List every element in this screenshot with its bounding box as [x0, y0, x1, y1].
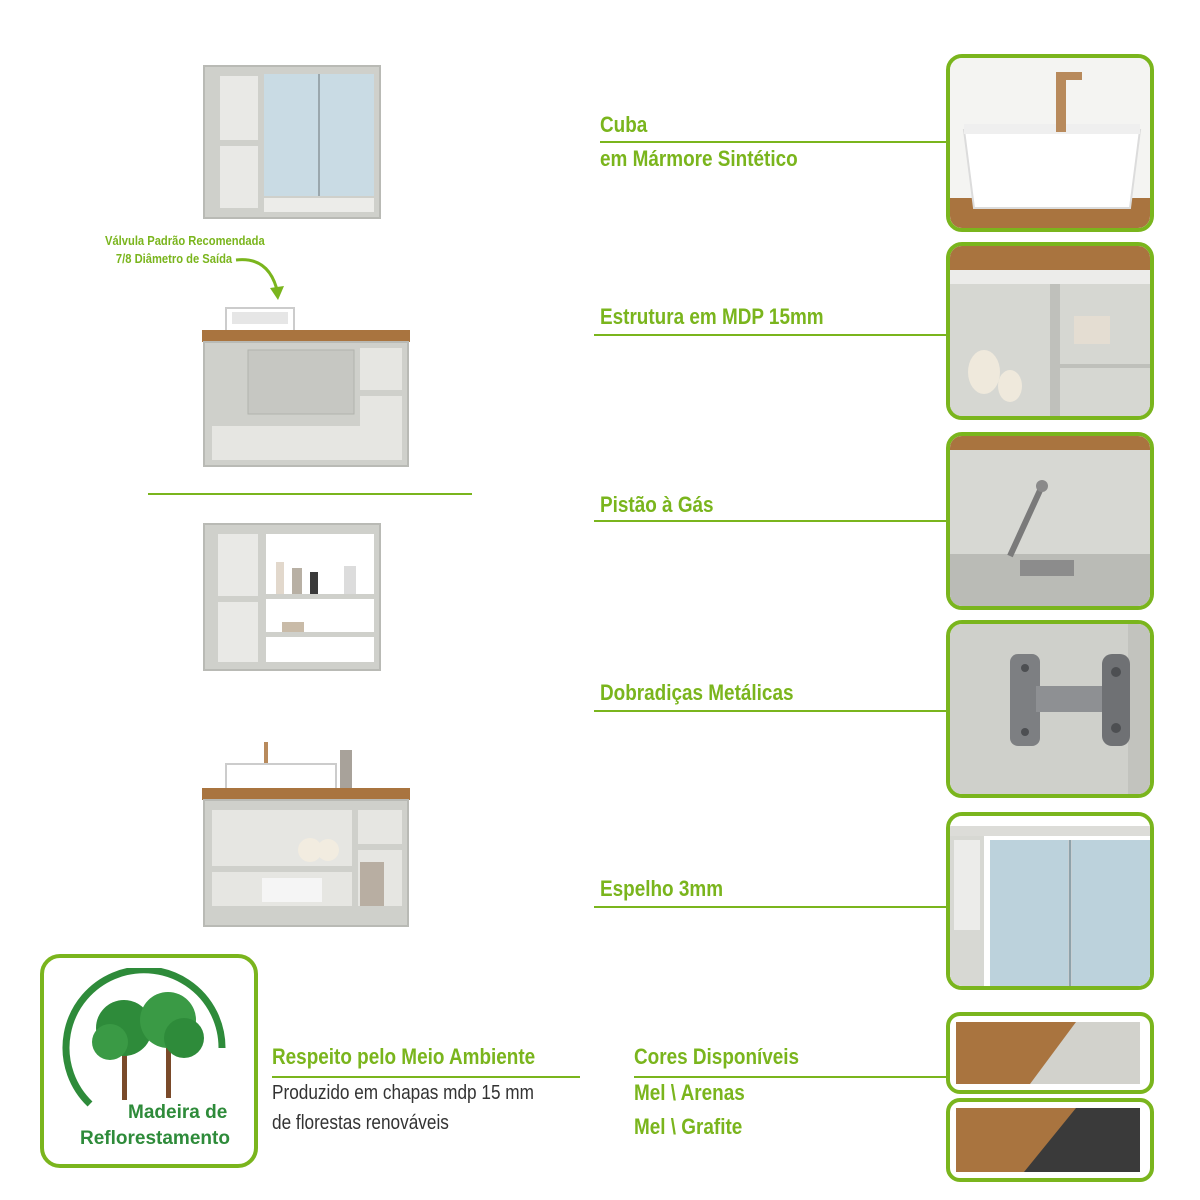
tree-icon — [62, 968, 226, 1107]
swatch-mel-arenas — [946, 1012, 1154, 1094]
thumb-estrutura — [946, 242, 1154, 420]
thumb-pistao — [946, 432, 1154, 610]
color-option-2: Mel \ Grafite — [634, 1114, 743, 1139]
feature-dobradicas-label: Dobradiças Metálicas — [600, 680, 794, 705]
colors-line — [634, 1076, 946, 1078]
arrow-icon — [235, 258, 284, 300]
swatch-mel-grafite — [946, 1098, 1154, 1182]
feature-dobradicas-line — [594, 710, 948, 712]
feature-cuba-label: Cuba — [600, 112, 648, 137]
badge-line1: Madeira de — [128, 1102, 228, 1123]
divider — [148, 493, 472, 495]
feature-pistao-label: Pistão à Gás — [600, 492, 714, 517]
eco-line — [272, 1076, 580, 1078]
colors-title: Cores Disponíveis — [634, 1044, 800, 1069]
vanity-open-shelves-illustration — [202, 742, 410, 927]
valve-note-line2: 7/8 Diâmetro de Saída — [115, 251, 232, 266]
feature-cuba-sublabel: em Mármore Sintético — [600, 146, 798, 171]
valve-note-line1: Válvula Padrão Recomendada — [105, 233, 265, 248]
eco-line1: Produzido em chapas mdp 15 mm — [272, 1082, 534, 1104]
feature-estrutura-label: Estrutura em MDP 15mm — [600, 304, 824, 329]
thumb-dobradicas — [946, 620, 1154, 798]
thumb-cuba — [946, 54, 1154, 232]
eco-line2: de florestas renováveis — [272, 1112, 449, 1134]
feature-pistao-line — [594, 520, 948, 522]
feature-espelho-line — [594, 906, 948, 908]
mirror-cabinet-illustration — [203, 65, 381, 219]
feature-espelho-label: Espelho 3mm — [600, 876, 724, 901]
color-option-1: Mel \ Arenas — [634, 1080, 745, 1105]
eco-title: Respeito pelo Meio Ambiente — [272, 1044, 536, 1069]
vanity-drawer-illustration — [202, 307, 410, 467]
feature-estrutura-line — [594, 334, 948, 336]
feature-cuba-line — [600, 141, 948, 143]
shelf-cabinet-illustration — [203, 523, 381, 671]
reforestation-badge: Madeira de Reflorestamento — [40, 954, 258, 1168]
badge-line2: Reflorestamento — [80, 1128, 230, 1149]
thumb-espelho — [946, 812, 1154, 990]
